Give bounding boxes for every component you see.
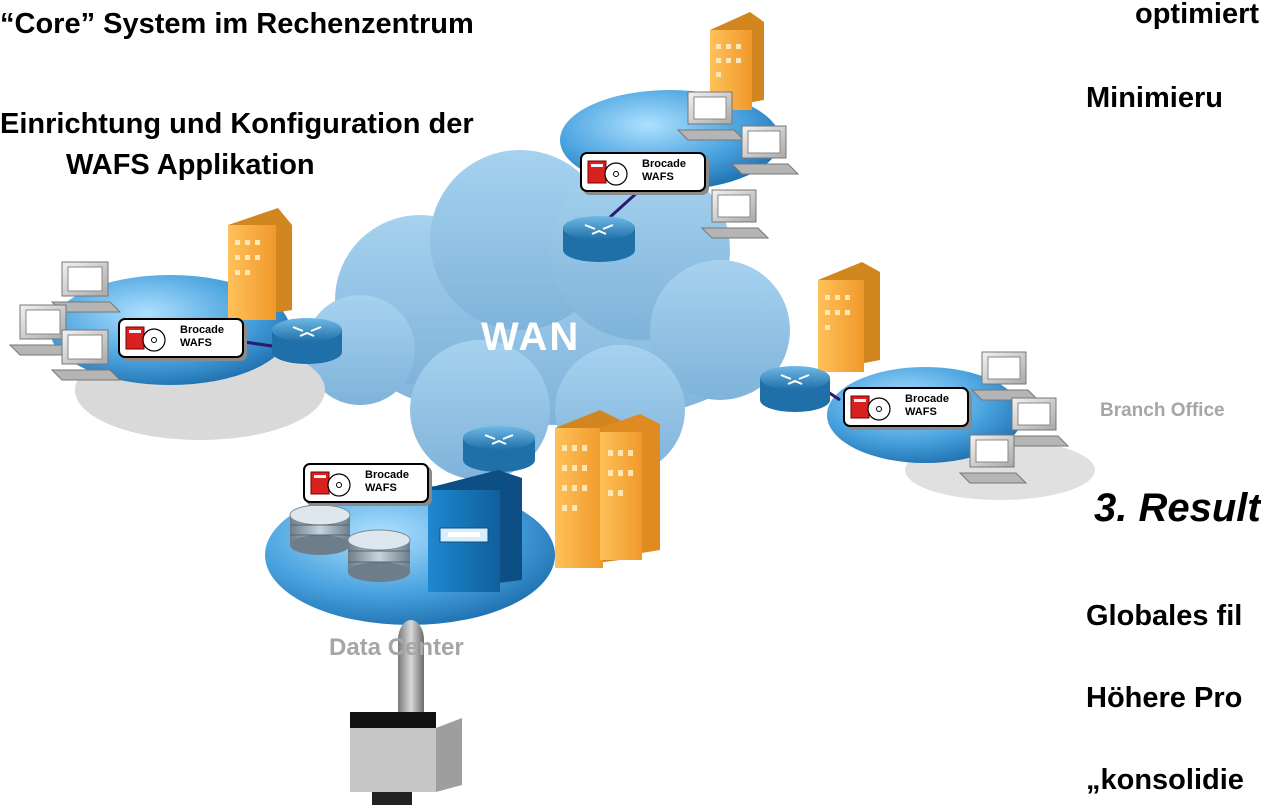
heading-setup-line1: Einrichtung und Konfiguration der (0, 108, 474, 140)
building-icon (818, 262, 880, 372)
computer-icon (50, 261, 122, 313)
result-item: Globales fil (1086, 600, 1243, 632)
badge-line2: WAFS (905, 406, 937, 418)
badge-line1: Brocade (642, 158, 687, 170)
branch-office-label: Branch Office (1100, 400, 1225, 421)
computer-icon (676, 91, 746, 141)
heading-core-system: “Core” System im Rechenzentrum (0, 8, 474, 40)
router-icon (463, 426, 535, 472)
right-text-minimierung: Minimieru (1086, 82, 1223, 114)
computer-icon (1000, 397, 1070, 447)
wafs-appliance-icon (125, 326, 166, 352)
badge-line1: Brocade (365, 469, 410, 481)
computer-icon (8, 304, 80, 356)
router-icon (760, 366, 830, 412)
badge-line1: Brocade (180, 324, 225, 336)
brocade-wafs-badge: Brocade WAFS (580, 152, 706, 192)
right-text-optimiert: optimiert (1135, 0, 1260, 30)
building-icon (228, 208, 292, 320)
heading-setup-line2: WAFS Applikation (66, 149, 315, 181)
router-icon (563, 216, 635, 262)
badge-line1: Brocade (905, 393, 950, 405)
result-item: „konsolidie (1086, 764, 1244, 796)
badge-line2: WAFS (365, 482, 397, 494)
brocade-wafs-badge: Brocade WAFS (843, 387, 969, 427)
storage-cylinder-icon (347, 529, 411, 582)
computer-icon (50, 329, 122, 381)
computer-icon (958, 434, 1028, 484)
badge-line2: WAFS (180, 337, 212, 349)
brocade-wafs-badge: Brocade WAFS (303, 463, 429, 503)
result-heading: 3. Result (1094, 486, 1261, 530)
wafs-appliance-icon (850, 395, 891, 421)
server-icon (428, 470, 522, 592)
wafs-appliance-icon (310, 471, 351, 497)
computer-icon (970, 351, 1040, 401)
datacenter-label: Data Center (329, 634, 464, 661)
router-icon (272, 318, 342, 364)
wafs-appliance-icon (587, 160, 628, 186)
badge-line2: WAFS (642, 171, 674, 183)
wan-label: WAN (481, 315, 581, 359)
computer-icon (730, 125, 800, 175)
datacenter-building-icon (555, 410, 660, 568)
storage-cylinder-icon (289, 504, 351, 555)
result-item: Höhere Pro (1086, 682, 1243, 714)
brocade-wafs-badge: Brocade WAFS (118, 318, 244, 358)
projector-icon (350, 620, 462, 805)
computer-icon (700, 189, 770, 239)
